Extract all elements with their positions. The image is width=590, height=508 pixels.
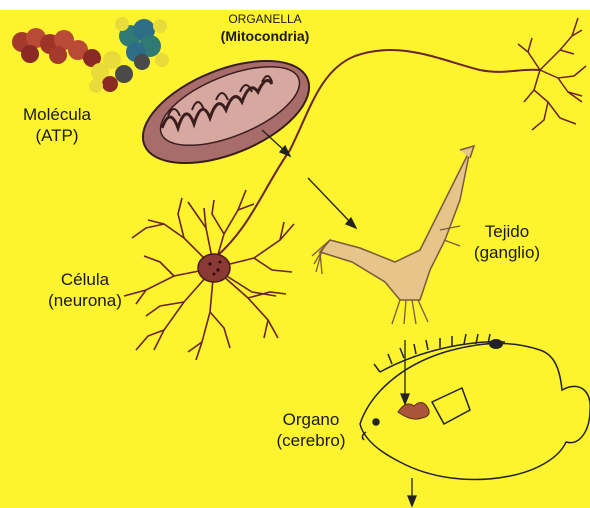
label-celula-line2: (neurona) xyxy=(40,290,130,311)
label-organella-line1: ORGANELLA xyxy=(205,12,325,26)
white-top-strip xyxy=(0,0,590,10)
label-organella-line2: (Mitocondria) xyxy=(205,26,325,47)
label-molecula-line1: Molécula xyxy=(16,104,98,125)
label-molecula-line2: (ATP) xyxy=(16,125,98,146)
label-organo-line1: Organo xyxy=(268,409,354,430)
label-molecula: Molécula (ATP) xyxy=(16,104,98,146)
label-celula: Célula (neurona) xyxy=(40,269,130,311)
label-organo-line2: (cerebro) xyxy=(268,430,354,451)
label-organo: Organo (cerebro) xyxy=(268,409,354,451)
label-tejido-line1: Tejido xyxy=(462,221,552,242)
label-tejido-line2: (ganglio) xyxy=(462,242,552,263)
label-tejido: Tejido (ganglio) xyxy=(462,221,552,263)
label-celula-line1: Célula xyxy=(40,269,130,290)
fish-dorsal-dark-spot xyxy=(489,339,503,349)
neuron-soma xyxy=(198,254,230,282)
label-organella: ORGANELLA (Mitocondria) xyxy=(205,12,325,47)
